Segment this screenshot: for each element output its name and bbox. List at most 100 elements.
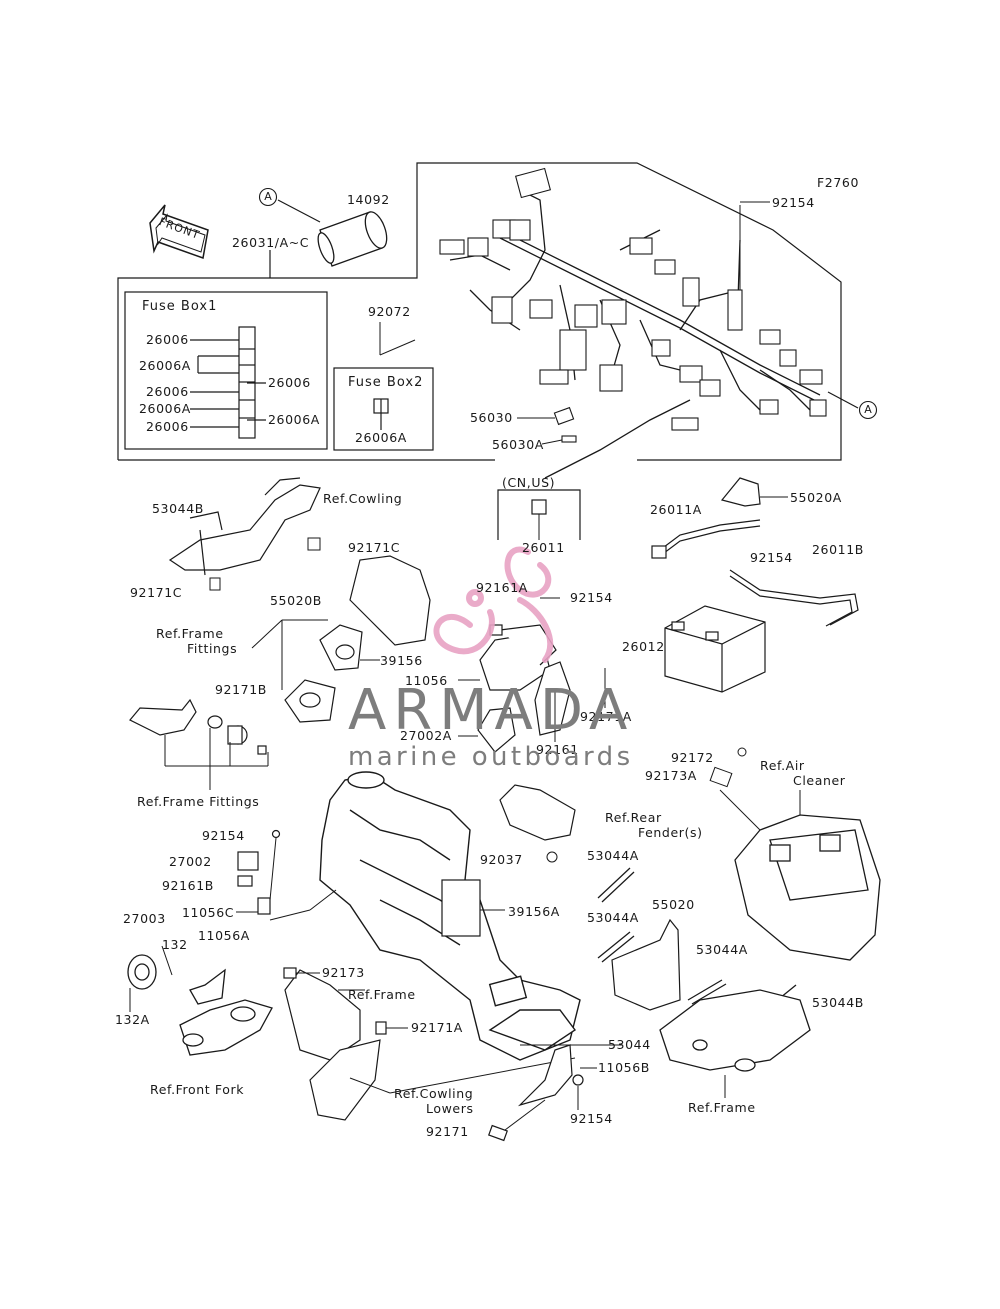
- part-label: 39156A: [508, 904, 560, 919]
- part-label: 53044A: [587, 910, 639, 925]
- part-label: 53044B: [152, 501, 204, 516]
- part-label: 26012: [622, 639, 665, 654]
- ref-label: Ref.Frame: [156, 626, 224, 641]
- part-label: 92161A: [476, 580, 528, 595]
- part-14092-cap: [317, 211, 388, 267]
- ref-label: Ref.Air: [760, 758, 805, 773]
- ref-label: Lowers: [426, 1101, 474, 1116]
- callout-a-marker: [258, 187, 278, 207]
- ref-label: Ref.Frame: [688, 1100, 756, 1115]
- ref-label: Fittings: [187, 641, 238, 656]
- watermark-tagline: marine outboards: [348, 742, 634, 772]
- callout-a-label: A: [264, 190, 272, 203]
- part-label: 11056: [405, 673, 448, 688]
- rear-fender-bracket: [499, 784, 576, 841]
- cowling-bracket: [168, 477, 321, 576]
- fuse-label: 26006A: [355, 430, 407, 445]
- part-label: 92171C: [130, 585, 183, 600]
- fuse-label: 26006: [268, 375, 311, 390]
- part-label: 26011: [522, 540, 565, 555]
- horn-27003: [127, 954, 157, 990]
- ref-label: Ref.Front Fork: [150, 1082, 245, 1097]
- watermark-logo: [433, 546, 554, 663]
- part-label: 92154: [570, 590, 613, 605]
- rear-frame: [659, 989, 811, 1072]
- cowling-lowers: [283, 967, 387, 1121]
- ref-label: Ref.Cowling: [394, 1086, 474, 1101]
- part-55020B-cover: [349, 555, 431, 646]
- part-label: 92154: [772, 195, 815, 210]
- part-label: 92172: [671, 750, 714, 765]
- part-label: 53044B: [812, 995, 864, 1010]
- part-label: 92161: [536, 742, 579, 757]
- ref-label: Cleaner: [793, 773, 846, 788]
- part-label: 26031/A~C: [232, 235, 310, 250]
- part-label: 92037: [480, 852, 523, 867]
- part-55020A-cover: [720, 477, 761, 507]
- ref-label: Fender(s): [638, 825, 703, 840]
- part-label: 55020A: [790, 490, 842, 505]
- front-arrow-icon: [149, 204, 209, 260]
- part-label: 92072: [368, 304, 411, 319]
- part-label: 39156: [380, 653, 423, 668]
- part-label: 92154: [570, 1111, 613, 1126]
- part-label: 55020B: [270, 593, 322, 608]
- harness-frame-outline: [117, 162, 842, 461]
- ref-label: Ref.Frame Fittings: [137, 794, 260, 809]
- part-label: 92173: [322, 965, 365, 980]
- part-label: 26011B: [812, 542, 864, 557]
- part-55020-plate: [611, 918, 681, 1011]
- callout-a-marker: [858, 400, 878, 420]
- part-label: 53044: [608, 1037, 651, 1052]
- part-label: 53044A: [696, 942, 748, 957]
- watermark-brand: ARMADA: [348, 678, 635, 743]
- part-label: 92171A: [411, 1020, 463, 1035]
- part-label: 132: [162, 937, 188, 952]
- fuse-label: 26006A: [139, 401, 191, 416]
- part-label: 92171B: [215, 682, 267, 697]
- region-note: (CN,US): [502, 475, 556, 490]
- fuse-box-2-frame: [333, 367, 434, 451]
- part-label: 27002: [169, 854, 212, 869]
- central-bracket: [477, 624, 571, 753]
- part-label: 27002A: [400, 728, 452, 743]
- part-label: 92171C: [348, 540, 401, 555]
- fuse-box-2-title: Fuse Box2: [348, 375, 424, 390]
- part-label: 132A: [115, 1012, 150, 1027]
- part-label: 53044A: [587, 848, 639, 863]
- fuse-label: 26006: [146, 384, 189, 399]
- fuse-box-1-title: Fuse Box1: [142, 299, 218, 314]
- part-label: 92173A: [645, 768, 697, 783]
- frame-fittings-left: [129, 698, 267, 755]
- fuse-label: 26006: [146, 419, 189, 434]
- ref-label: Ref.Frame: [348, 987, 416, 1002]
- part-label: 56030A: [492, 437, 544, 452]
- battery-26012: [664, 605, 766, 693]
- figure-code: F2760: [817, 175, 860, 190]
- part-26011-relay: [531, 499, 547, 515]
- part-label: 92154: [202, 828, 245, 843]
- fuse-box-1-frame: [124, 291, 328, 450]
- part-label: 56030: [470, 410, 513, 425]
- air-cleaner: [734, 814, 881, 961]
- part-label: 11056A: [198, 928, 250, 943]
- fuse-label: 26006: [146, 332, 189, 347]
- part-label: 92161B: [162, 878, 214, 893]
- part-39156A-pad: [441, 879, 481, 937]
- fuse-label: 26006A: [139, 358, 191, 373]
- ref-label: Ref.Cowling: [323, 491, 403, 506]
- callout-a-label: A: [864, 403, 872, 416]
- ref-label: Ref.Rear: [605, 810, 662, 825]
- part-label: 14092: [347, 192, 390, 207]
- front-fork-bracket: [179, 968, 273, 1056]
- part-label: 11056C: [182, 905, 235, 920]
- part-label: 92154: [750, 550, 793, 565]
- fuse-label: 26006A: [268, 412, 320, 427]
- part-label: 26011A: [650, 502, 702, 517]
- part-label: 92171A: [580, 709, 632, 724]
- part-label: 27003: [123, 911, 166, 926]
- part-label: 55020: [652, 897, 695, 912]
- part-label: 92171: [426, 1124, 469, 1139]
- part-label: 11056B: [598, 1060, 650, 1075]
